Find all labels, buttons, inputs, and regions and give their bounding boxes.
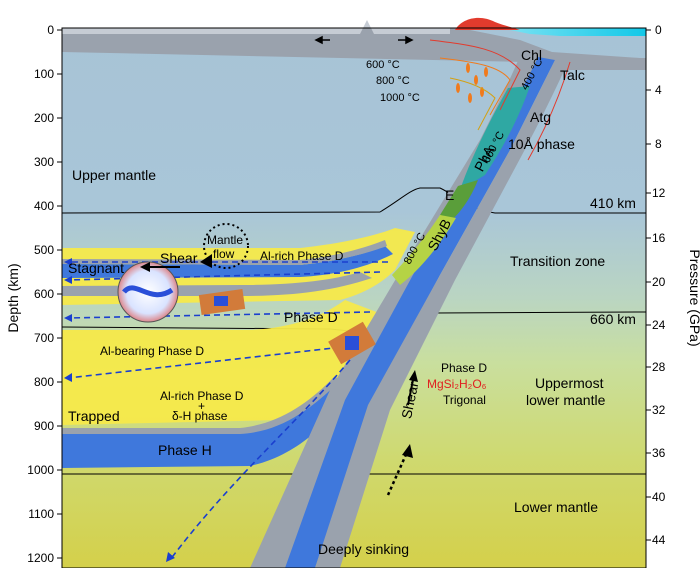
plate-arrows (314, 35, 414, 45)
phase-d-box-title: Phase D (441, 361, 487, 375)
depth-tick: 1100 (28, 507, 54, 521)
upper-mantle-label: Upper mantle (72, 167, 156, 183)
overriding-lithosphere (62, 28, 646, 70)
lower-mantle-label: Lower mantle (514, 499, 598, 515)
phase-h-label: Phase H (158, 442, 212, 458)
al-rich-dh-label-plus: + (198, 399, 205, 413)
isotherm-600-label: 600 °C (366, 59, 400, 71)
depth-tick: 300 (34, 155, 54, 169)
deeply-sinking-label: Deeply sinking (318, 541, 409, 557)
depth-tick: 1000 (27, 463, 54, 477)
depth-tick: 100 (34, 67, 54, 81)
depth-tick: 900 (34, 419, 54, 433)
shyb-zone (392, 215, 456, 285)
depth-tick-marks (57, 29, 62, 559)
talc-label: Talc (560, 67, 585, 83)
crystal-cluster-1-icon (198, 289, 246, 315)
transition-zone-label: Transition zone (510, 253, 605, 269)
d410-label: 410 km (590, 195, 636, 211)
shear-right-label: Shear (398, 380, 421, 420)
trapped-label: Trapped (68, 408, 120, 424)
phase-d-box-formula: MgSi₂H₂O₆ (427, 377, 487, 391)
pressure-tick: 24 (652, 318, 666, 332)
mantle-flow-label-1: Mantle (207, 233, 243, 247)
pressure-axis-title: Pressure (GPa) (687, 249, 700, 346)
pressure-tick: 20 (652, 275, 666, 289)
phase-d-label: Phase D (284, 309, 338, 325)
uppermost-lower-label-2: lower mantle (526, 392, 606, 408)
depth-tick: 600 (34, 287, 54, 301)
oceanic-ridge (62, 20, 450, 34)
pressure-tick: 44 (652, 533, 666, 547)
shear-left-label: Shear (160, 250, 198, 266)
depth-tick: 500 (34, 243, 54, 257)
trapped-hydrous-zone (62, 300, 392, 425)
deep-sinking-arrow-icon (386, 444, 413, 496)
mantle-flow-circle (203, 223, 249, 269)
e-zone (440, 180, 478, 220)
depth-tick: 0 (47, 23, 54, 37)
al-rich-phase-d-label: Al-rich Phase D (260, 249, 344, 263)
uppermost-lower-label-1: Uppermost (535, 375, 604, 391)
plot-frame (61, 27, 647, 568)
depth-axis-title: Depth (km) (5, 263, 21, 332)
dashed-trajectories (67, 261, 388, 561)
pressure-tick-marks (646, 29, 651, 541)
phase-d-box-system: Trigonal (443, 393, 486, 407)
volcano (455, 17, 520, 30)
mantle-flow-label-2: flow (213, 247, 235, 261)
crystal-cluster-2-icon (328, 321, 376, 365)
ten-a-phase-label: 10Å phase (508, 136, 575, 152)
pressure-tick: 4 (655, 83, 662, 97)
depth-tick: 1200 (27, 551, 54, 565)
pressure-tick: 36 (652, 446, 666, 460)
pressure-tick: 16 (652, 231, 666, 245)
depth-tick: 700 (34, 331, 54, 345)
pressure-tick: 32 (652, 403, 666, 417)
trajectory-arrowheads (64, 258, 175, 562)
e-label: E (445, 187, 454, 203)
stagnant-label: Stagnant (68, 260, 124, 276)
ocean (500, 28, 646, 36)
depth-tick: 400 (34, 199, 54, 213)
pressure-tick: 12 (652, 186, 666, 200)
al-bearing-phase-d-label: Al-bearing Phase D (100, 344, 204, 358)
al-rich-dh-label-2: δ-H phase (172, 409, 228, 423)
shear-left-arrow-icon (140, 262, 180, 272)
pha-zone (460, 86, 530, 190)
phase-h-slab (62, 380, 352, 468)
chl-label: Chl (521, 47, 542, 63)
descending-slab-gray-right (315, 60, 568, 568)
pressure-tick: 28 (652, 360, 666, 374)
crystal-swirl-icon (122, 285, 174, 298)
descending-slab-blue (285, 57, 555, 568)
depth-tick: 800 (34, 375, 54, 389)
mantle-flow-arrow-icon (200, 254, 212, 268)
melt-drops (456, 63, 488, 103)
phase-h-slab-gray (62, 376, 340, 434)
depth-tick: 200 (34, 111, 54, 125)
isotherms (429, 39, 571, 161)
pressure-tick: 0 (655, 23, 662, 37)
pressure-tick: 40 (652, 490, 666, 504)
pressure-tick: 8 (655, 137, 662, 151)
isotherm-800-label: 800 °C (376, 75, 410, 87)
shear-right-arrow-icon (407, 370, 418, 406)
isotherm-1000-label: 1000 °C (380, 92, 420, 104)
al-rich-dh-label-1: Al-rich Phase D (160, 389, 244, 403)
atg-label: Atg (530, 109, 551, 125)
d660-label: 660 km (590, 311, 636, 327)
